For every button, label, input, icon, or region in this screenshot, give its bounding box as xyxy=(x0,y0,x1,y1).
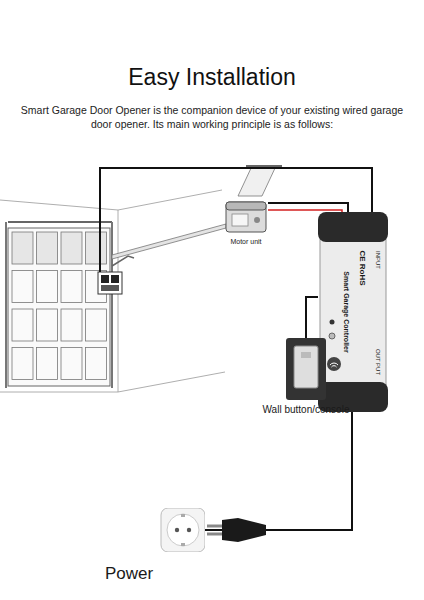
cert-mark: CE RoHS xyxy=(357,250,366,285)
port-label: OUT PUT xyxy=(375,349,382,375)
part-label: Wall button/console xyxy=(263,404,350,416)
wire xyxy=(268,203,348,212)
power-socket: Power xyxy=(105,508,205,586)
part-label: Motor unit xyxy=(230,238,261,246)
port-label: INPUT xyxy=(375,251,382,269)
device-name: Smart Garage Controller xyxy=(342,271,350,352)
wall-button: Wall button/console xyxy=(254,338,358,418)
wire xyxy=(205,412,352,530)
smart-controller: Smart Garage Controller CE RoHS INPUT OUT P… xyxy=(318,212,388,412)
motor-unit: Motor unit xyxy=(224,196,268,248)
power-socket-shape xyxy=(105,508,205,552)
smart-controller-shape xyxy=(318,212,388,412)
part-label: Power xyxy=(105,564,153,584)
wall-button-shape xyxy=(254,338,358,400)
title: Easy Installation xyxy=(0,64,424,91)
wire xyxy=(306,297,318,338)
motor-unit-shape xyxy=(224,196,268,236)
subtitle: Smart Garage Door Opener is the companio… xyxy=(10,103,414,131)
